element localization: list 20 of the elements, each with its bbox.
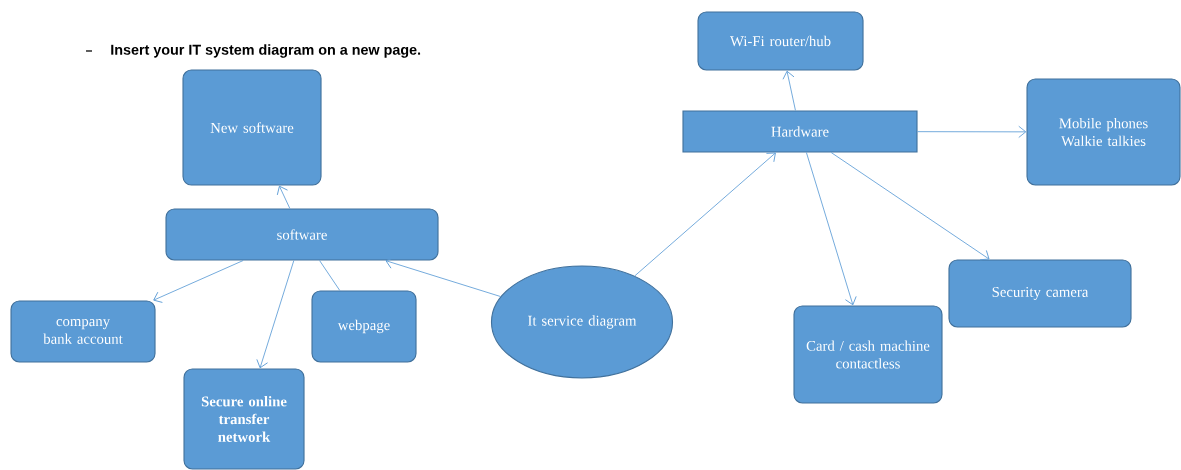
rounded-box: software [165, 208, 439, 261]
arrow [153, 260, 244, 303]
process-box: Hardware [682, 110, 918, 153]
rounded-box: Security camera [948, 259, 1132, 328]
rounded-box: Mobile phones Walkie talkies [1026, 78, 1181, 186]
arrow [276, 185, 291, 209]
rounded-box: Card / cash machine contactless [793, 305, 943, 404]
rounded-box: Secure online transfer network [183, 368, 305, 470]
arrow [830, 152, 990, 261]
arrow [782, 70, 796, 111]
rounded-box: company bank account [10, 300, 156, 363]
arrow [806, 152, 857, 306]
rounded-box: webpage [311, 290, 417, 363]
ellipse-node: It service diagram [490, 265, 674, 379]
arrow [917, 125, 1027, 138]
rounded-box: New software [182, 69, 322, 186]
arrow [634, 152, 776, 277]
rounded-box: Wi-Fi router/hub [697, 11, 864, 71]
arrow [256, 260, 295, 369]
arrow [385, 257, 502, 297]
